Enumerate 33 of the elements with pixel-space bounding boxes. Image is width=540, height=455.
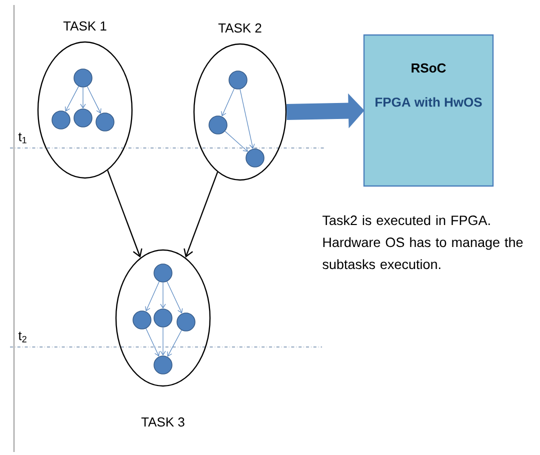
- note-text: Task2 is executed in FPGA. Hardware OS has to manage the subtasks execution.: [322, 215, 523, 270]
- arrow: [145, 281, 160, 312]
- node-label: TASK 1: [63, 21, 106, 31]
- subtask-circle: [154, 356, 172, 374]
- fpga-box: RSoC FPGA with HwOS: [363, 34, 494, 187]
- subtask-circle: [74, 68, 92, 88]
- arrow: [107, 170, 142, 258]
- node-label: TASK 2: [218, 23, 262, 33]
- arrow: [86, 86, 102, 114]
- subtask-circle: [208, 116, 228, 134]
- subtask-circle: [96, 112, 114, 132]
- arrow: [64, 86, 79, 112]
- subtask-circle: [52, 110, 70, 130]
- arrow: [160, 282, 166, 309]
- arrow: [146, 328, 160, 356]
- subtask-circle: [74, 108, 92, 128]
- arrow: [166, 281, 183, 314]
- arrow: [221, 88, 234, 116]
- arrow: [80, 87, 86, 109]
- subtask-circle: [132, 310, 152, 330]
- arrow: [160, 327, 166, 356]
- time-label: t$_{2}$: [18, 332, 26, 342]
- subtask-circle: [228, 70, 248, 90]
- subtask-circle: [154, 264, 172, 282]
- time-label: t$_{1}$: [18, 132, 26, 144]
- arrow: [240, 88, 255, 149]
- arrow: [167, 330, 182, 357]
- arrow: [184, 172, 218, 258]
- subtask-circle: [246, 148, 264, 168]
- node-label: TASK 3: [141, 417, 184, 427]
- subtask-circle: [176, 312, 196, 332]
- arrow: [224, 130, 248, 152]
- subtask-circle: [154, 308, 172, 328]
